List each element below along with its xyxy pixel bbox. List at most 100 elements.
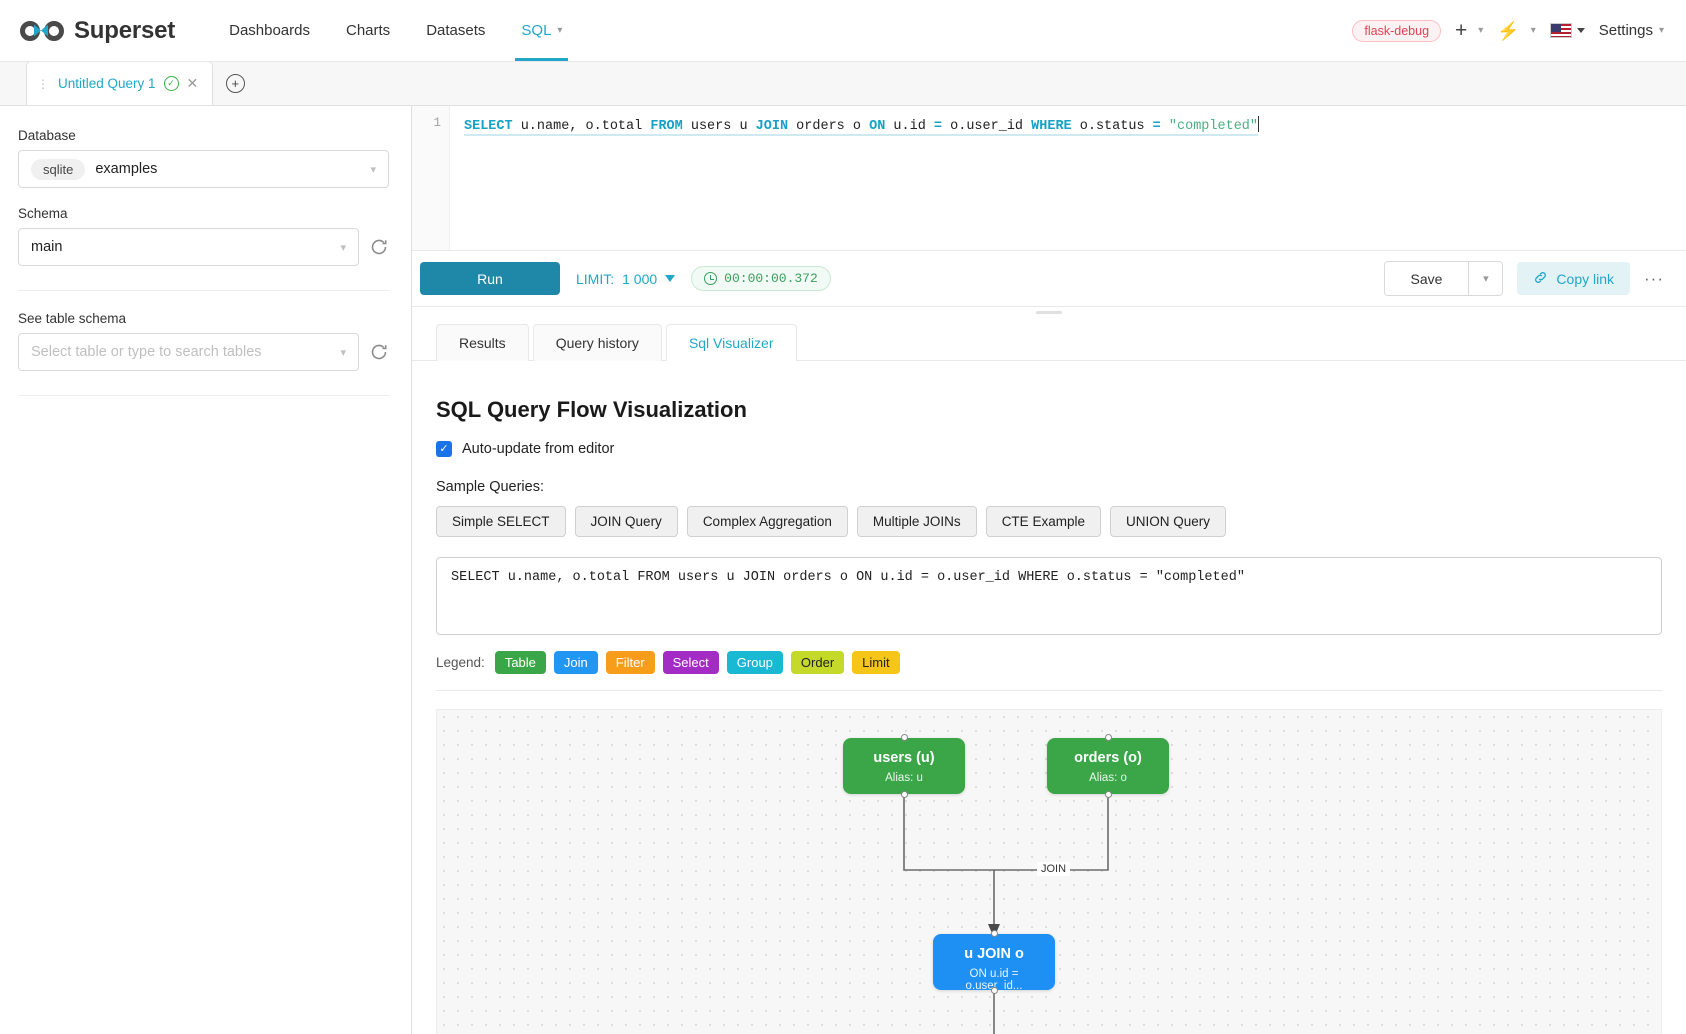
nav-item-label: Charts <box>346 22 391 39</box>
node-subtitle: Alias: u <box>885 772 923 784</box>
us-flag-icon <box>1549 23 1572 38</box>
refresh-tables-icon[interactable] <box>369 342 389 362</box>
flask-debug-badge[interactable]: flask-debug <box>1352 19 1442 42</box>
link-icon <box>1533 270 1548 288</box>
check-circle-icon: ✓ <box>163 76 179 91</box>
sql-editor[interactable]: 1 SELECT u.name, o.total FROM users u JO… <box>412 106 1686 251</box>
auto-update-checkbox[interactable]: ✓ <box>436 441 452 457</box>
schema-select[interactable]: main ▾ <box>18 228 359 266</box>
schema-value: main <box>31 239 63 255</box>
top-navbar: Superset Dashboards Charts Datasets SQL … <box>0 0 1686 62</box>
save-button[interactable]: Save <box>1384 262 1469 295</box>
tab-label: Results <box>459 335 506 351</box>
edge-label-join: JOIN <box>1037 862 1071 876</box>
tab-sql-visualizer[interactable]: Sql Visualizer <box>665 324 797 361</box>
database-engine-badge: sqlite <box>31 158 86 180</box>
sql-visualizer-panel: SQL Query Flow Visualization ✓ Auto-upda… <box>412 361 1686 1034</box>
limit-dropdown[interactable]: LIMIT: 1 000 <box>576 271 676 287</box>
database-select[interactable]: sqlite examples ▾ <box>18 150 389 188</box>
query-tab-untitled-query-1[interactable]: ⋮ Untitled Query 1 ✓ ✕ <box>26 61 214 105</box>
drag-handle-icon[interactable]: ⋮ <box>37 76 50 91</box>
tab-results[interactable]: Results <box>436 324 529 361</box>
flow-node-users[interactable]: users (u) Alias: u <box>843 734 965 798</box>
auto-update-row[interactable]: ✓ Auto-update from editor <box>436 441 1662 457</box>
clock-icon <box>704 272 718 285</box>
query-tab-bar: ⋮ Untitled Query 1 ✓ ✕ + <box>0 61 1686 106</box>
nav-item-charts[interactable]: Charts <box>328 0 408 61</box>
refresh-schema-icon[interactable] <box>369 237 389 257</box>
more-options-icon[interactable]: ··· <box>1644 268 1664 288</box>
chevron-down-icon: ▾ <box>340 241 346 254</box>
settings-menu[interactable]: Settings ▾ <box>1599 22 1664 39</box>
plus-icon: + <box>1455 19 1468 42</box>
superset-brand[interactable]: Superset <box>20 17 175 45</box>
chevron-down-icon: ▾ <box>1530 25 1536 36</box>
tab-label: Query history <box>555 335 639 351</box>
query-timer: 00:00:00.372 <box>691 266 831 291</box>
new-item-button[interactable]: + ▾ <box>1455 20 1483 41</box>
main-area: Database sqlite examples ▾ Schema main ▾… <box>0 106 1686 1034</box>
sample-button-multiple-joins[interactable]: Multiple JOINs <box>856 506 977 537</box>
editor-toolbar: Run LIMIT: 1 000 00:00:00.372 Save ▾ <box>412 251 1686 307</box>
sample-button-union-query[interactable]: UNION Query <box>1109 506 1226 537</box>
database-label: Database <box>18 128 76 143</box>
add-query-tab-button[interactable]: + <box>213 61 257 105</box>
panel-divider <box>18 290 389 291</box>
flow-node-join[interactable]: u JOIN o ON u.id = o.user_id... <box>933 930 1055 994</box>
quick-actions-button[interactable]: ⚡ ▾ <box>1497 22 1535 40</box>
table-select[interactable]: Select table or type to search tables ▾ <box>18 333 359 371</box>
node-title: u JOIN o <box>964 946 1024 962</box>
auto-update-label: Auto-update from editor <box>462 441 615 457</box>
tab-query-history[interactable]: Query history <box>532 324 662 361</box>
node-port-top <box>990 930 998 937</box>
sample-button-complex-aggregation[interactable]: Complex Aggregation <box>686 506 848 537</box>
flow-canvas[interactable]: JOIN users (u) Alias: u orders (o) Alias… <box>436 709 1662 1034</box>
toolbar-right: Save ▾ Copy link ··· <box>1383 261 1665 296</box>
chevron-down-icon: ▾ <box>1483 273 1489 285</box>
node-port-bottom <box>1104 791 1112 798</box>
chevron-down-icon: ▾ <box>1658 25 1664 36</box>
bolt-icon: ⚡ <box>1497 20 1520 41</box>
legend-label: Legend: <box>436 655 485 670</box>
settings-label: Settings <box>1598 22 1653 39</box>
node-port-top <box>1104 734 1112 741</box>
sample-button-cte-example[interactable]: CTE Example <box>985 506 1101 537</box>
editor-code-line[interactable]: SELECT u.name, o.total FROM users u JOIN… <box>450 106 1260 250</box>
chevron-down-icon: ▾ <box>370 163 376 176</box>
flow-node-orders[interactable]: orders (o) Alias: o <box>1047 734 1169 798</box>
nav-item-sql[interactable]: SQL ▾ <box>503 0 580 61</box>
nav-item-label: Datasets <box>426 22 486 39</box>
sample-button-join-query[interactable]: JOIN Query <box>574 506 678 537</box>
chevron-down-icon: ▾ <box>557 25 563 36</box>
copy-link-button[interactable]: Copy link <box>1517 262 1631 295</box>
triangle-down-icon <box>1576 28 1585 33</box>
legend: Legend: Table Join Filter Select Group O… <box>436 651 1662 691</box>
sample-query-buttons: Simple SELECT JOIN Query Complex Aggrega… <box>436 506 1662 537</box>
node-port-bottom <box>900 791 908 798</box>
save-group: Save ▾ <box>1383 261 1504 296</box>
run-button[interactable]: Run <box>420 262 560 295</box>
nav-item-datasets[interactable]: Datasets <box>408 0 503 61</box>
close-icon[interactable]: ✕ <box>186 75 199 91</box>
legend-chip-group: Group <box>726 651 783 674</box>
legend-chip-select: Select <box>662 651 719 674</box>
nav-item-dashboards[interactable]: Dashboards <box>211 0 328 61</box>
right-panel: 1 SELECT u.name, o.total FROM users u JO… <box>412 106 1686 1034</box>
left-panel: Database sqlite examples ▾ Schema main ▾… <box>0 106 412 1034</box>
save-dropdown-button[interactable]: ▾ <box>1468 262 1503 295</box>
node-port-top <box>900 734 908 741</box>
sample-queries-label: Sample Queries: <box>436 479 544 495</box>
panel-divider-2 <box>18 395 389 396</box>
resize-grip <box>1036 310 1062 314</box>
query-tab-label: Untitled Query 1 <box>58 76 156 91</box>
legend-chip-limit: Limit <box>852 651 900 674</box>
legend-chip-table: Table <box>494 651 546 674</box>
node-subtitle: ON u.id = o.user_id... <box>965 968 1023 992</box>
sample-button-simple-select[interactable]: Simple SELECT <box>436 506 566 537</box>
language-selector[interactable] <box>1549 23 1585 38</box>
panel-resize-handle[interactable] <box>412 307 1686 317</box>
schema-label: Schema <box>18 206 68 221</box>
sql-input-textarea[interactable] <box>436 557 1662 635</box>
legend-chip-join: Join <box>553 651 598 674</box>
nav-right-cluster: flask-debug + ▾ ⚡ ▾ Settings ▾ <box>1352 19 1664 42</box>
